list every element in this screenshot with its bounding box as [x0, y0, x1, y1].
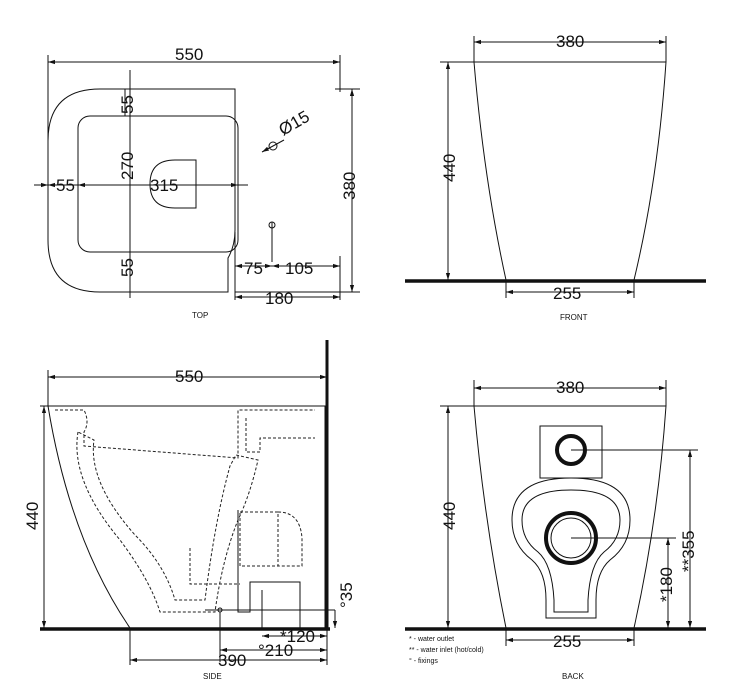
fixing-leader [261, 139, 285, 153]
side-base-length-label: 390 [218, 651, 246, 670]
side-outlet-wall-label: *120 [280, 627, 315, 646]
inlet-hole [268, 221, 276, 229]
back-view: 380 440 *180 **355 255 BACK * - water ou… [405, 378, 706, 681]
side-caption: SIDE [203, 672, 222, 681]
back-caption: BACK [562, 672, 584, 681]
back-body-outline [473, 405, 667, 629]
top-outline [47, 88, 236, 293]
hole-diameter-label: Ø15 [276, 107, 313, 140]
back-outlet-height-label: *180 [657, 567, 676, 602]
back-top-width-label: 380 [556, 378, 584, 397]
front-body-outline [473, 61, 667, 281]
legend-water-outlet: * - water outlet [409, 636, 454, 643]
rim-side-label: 55 [56, 176, 75, 195]
front-caption: FRONT [560, 313, 588, 322]
top-view: Ø15 550 380 55 270 55 55 315 75 105 180 [34, 45, 360, 320]
front-base-width-label: 255 [553, 284, 581, 303]
inlet-to-edge-label: 105 [285, 259, 313, 278]
legend-water-inlet: ** - water inlet (hot/cold) [409, 647, 484, 654]
bowl-cavity-dashed [55, 409, 315, 613]
side-body-outline [47, 405, 326, 629]
top-depth-label: 380 [340, 172, 359, 200]
front-top-width-label: 380 [556, 32, 584, 51]
bowl-width-label: 315 [150, 176, 178, 195]
rim-bottom-label: 55 [118, 258, 137, 277]
rear-span-label: 180 [265, 289, 293, 308]
back-inlet-height-label: **355 [679, 530, 698, 572]
legend-fixings: ° - fixings [409, 657, 438, 665]
bowl-depth-label: 270 [118, 152, 137, 180]
front-view: 380 440 255 FRONT [405, 32, 706, 322]
inlet-plate [539, 425, 603, 479]
front-height-label: 440 [440, 154, 459, 182]
fixing-hole [268, 141, 278, 151]
outlet-connector-dashed [189, 511, 303, 585]
side-fixing-label: °210 [258, 641, 293, 660]
side-outlet-height-label: °35 [337, 582, 356, 608]
rim-top-label: 55 [118, 95, 137, 114]
side-view: 550 440 °35 *120 °210 390 SIDE [23, 340, 356, 681]
back-base-width-label: 255 [553, 632, 581, 651]
side-length-label: 550 [175, 367, 203, 386]
side-height-label: 440 [23, 502, 42, 530]
back-height-label: 440 [440, 502, 459, 530]
top-caption: TOP [192, 311, 208, 320]
top-width-label: 550 [175, 45, 203, 64]
outlet-collar [511, 477, 631, 619]
inlet-offset-label: 75 [244, 259, 263, 278]
